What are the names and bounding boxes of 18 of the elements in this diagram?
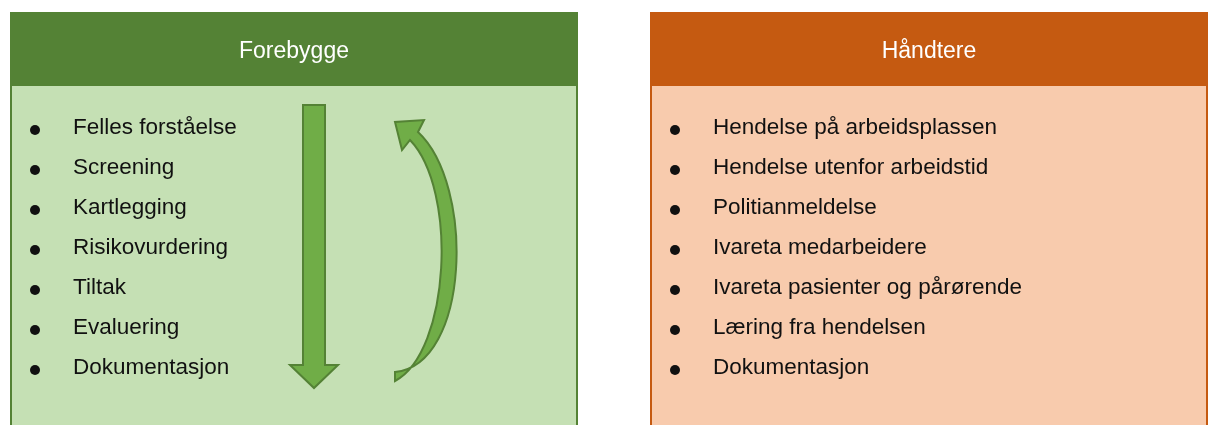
list-item: Kartlegging	[73, 194, 187, 220]
list-item: Dokumentasjon	[73, 354, 230, 380]
list-item: Politianmeldelse	[713, 194, 877, 220]
list-item: Risikovurdering	[73, 234, 229, 260]
list-item: Ivareta pasienter og pårørende	[713, 274, 1022, 300]
list-item: Screening	[73, 154, 175, 180]
list-item: Hendelse på arbeidsplassen	[713, 114, 997, 140]
list-item: Felles forståelse	[73, 114, 237, 140]
list-item: Evaluering	[73, 314, 180, 340]
panel	[650, 12, 1208, 425]
list-item: Hendelse utenfor arbeidstid	[713, 154, 989, 180]
panel-heading: Håndtere	[652, 14, 1206, 86]
panel-heading: Forebygge	[12, 14, 576, 86]
list-item: Dokumentasjon	[713, 354, 870, 380]
list-item: Læring fra hendelsen	[713, 314, 926, 340]
list-item: Ivareta medarbeidere	[713, 234, 927, 260]
list-item: Tiltak	[73, 274, 126, 300]
panel	[10, 12, 578, 425]
